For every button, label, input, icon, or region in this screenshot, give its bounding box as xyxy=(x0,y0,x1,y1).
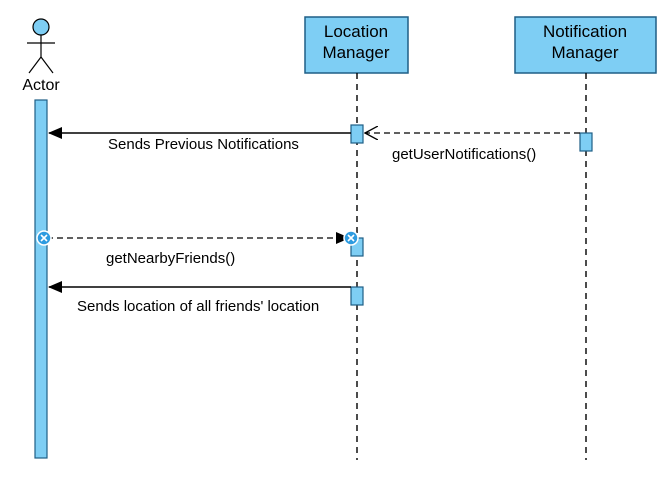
activation-notification-manager xyxy=(579,132,593,152)
connector-handle-end[interactable] xyxy=(343,230,359,246)
actor-figure xyxy=(27,18,55,74)
actor-label: Actor xyxy=(22,77,60,94)
actor-left-leg xyxy=(28,56,42,74)
participant-location-manager xyxy=(304,16,409,74)
participant-location-manager-line2: Manager xyxy=(322,43,389,62)
activation-location-manager-1 xyxy=(350,124,364,144)
participant-notification-manager xyxy=(514,16,657,74)
participant-notification-manager-line2: Manager xyxy=(551,43,618,62)
message-getnearbyfriends-label: getNearbyFriends() xyxy=(106,250,235,267)
actor-head xyxy=(32,18,50,36)
actor-right-leg xyxy=(40,56,54,74)
activation-location-manager-3 xyxy=(350,286,364,306)
connector-handle-start[interactable] xyxy=(36,230,52,246)
actor-activation-bar xyxy=(34,99,48,459)
message-sends-previous-notifications-label: Sends Previous Notifications xyxy=(108,136,299,153)
message-getusernotifications-label: getUserNotifications() xyxy=(392,146,536,163)
participant-notification-manager-line1: Notification xyxy=(543,22,627,41)
participant-location-manager-line1: Location xyxy=(324,22,388,41)
message-sends-location-label: Sends location of all friends' location xyxy=(77,298,319,315)
